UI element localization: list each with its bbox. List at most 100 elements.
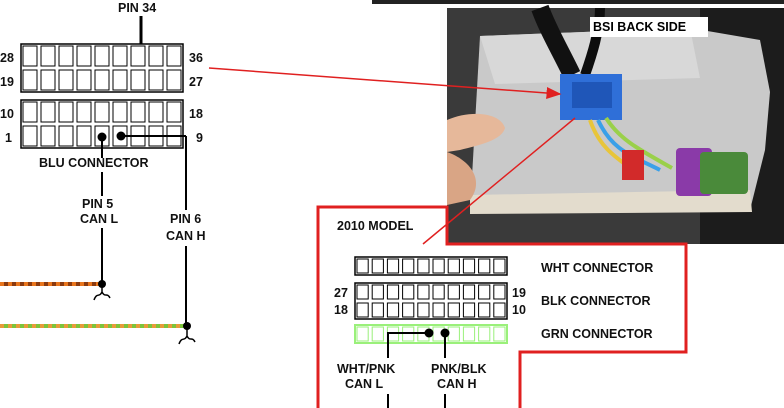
pin-9-label: 9 [196,131,203,145]
blu-pin-cell [76,69,92,91]
wht-pin-cell [371,258,384,274]
grn-pin-cell [447,326,460,342]
pin-18-label: 18 [189,107,203,121]
model-2010-section: 2010 MODEL WHT CONNECTOR 27 19 18 10 BLK… [316,205,688,408]
blu-pin-cell [40,45,56,67]
can-l-label: CAN L [80,212,119,226]
can-h-label: CAN H [166,229,206,243]
blu-pin-cell [148,101,164,123]
can-l-2010-label: CAN L [345,377,384,391]
pin-5-dot [97,132,107,142]
wht-pin-cell [432,258,445,274]
blk-pin-cell [402,302,415,318]
photo-caption: BSI BACK SIDE [593,20,686,34]
blu-pin-cell [22,45,38,67]
model-2010-title: 2010 MODEL [337,219,414,233]
bsi-photo: BSI BACK SIDE [372,0,784,244]
blk-pin-cell [478,284,491,300]
blu-pin-cell [22,101,38,123]
blu-pin-cell [130,101,146,123]
pin-34-label: PIN 34 [118,1,156,15]
blk-pin-cell [371,302,384,318]
blk-pin-cell [386,284,400,300]
blu-pin-cell [76,125,92,147]
can-l-splice-dot [98,280,106,288]
blk-pin-cell [493,284,506,300]
blk-pin-cell [371,284,384,300]
blu-pin-cell [58,45,74,67]
blk-pin-cell [462,302,476,318]
blu-pin-cell [58,125,74,147]
can-l-wire-2010 [387,332,429,358]
pin-10-label: 10 [0,107,14,121]
grn-pin-cell [356,326,369,342]
model-2010-frame [316,205,688,408]
blu-upper-block [20,43,184,93]
grn-pin-cell [493,326,506,342]
blk-pin-19-label: 19 [512,286,526,300]
blu-pin-cell [166,69,182,91]
blk-pin-cell [432,284,445,300]
blu-pin-cell [58,101,74,123]
wht-connector [354,256,508,276]
grn-pin-cell [371,326,384,342]
can-h-break-symbol [178,328,196,345]
blu-pin-cell [166,45,182,67]
blu-pin-cell [112,69,128,91]
blk-pin-27-label: 27 [334,286,348,300]
pin-5-label: PIN 5 [82,197,113,211]
blu-pin-cell [148,69,164,91]
callout-arrow [208,67,562,99]
blk-pin-cell [462,284,476,300]
blk-pin-cell [356,302,369,318]
blk-connector [354,282,508,320]
can-l-break-symbol [93,286,111,301]
blu-pin-cell [94,69,110,91]
grn-pin-cell [462,326,476,342]
photo-caption-box [590,17,708,37]
blk-pin-cell [417,284,430,300]
blu-connector-section: PIN 34 28 36 19 27 10 18 1 9 BLU CONNECT… [0,1,206,345]
wht-pin-cell [417,258,430,274]
blk-pin-18-label: 18 [334,303,348,317]
blu-pin-cell [40,69,56,91]
pin-19-label: 19 [0,75,14,89]
pin-28-label: 28 [0,51,14,65]
wht-pin-cell [478,258,491,274]
blu-pin-cell [112,101,128,123]
grn-pin-cell [478,326,491,342]
blk-connector-label: BLK CONNECTOR [541,294,651,308]
grn-connector-label: GRN CONNECTOR [541,327,653,341]
pin-6-label: PIN 6 [170,212,201,226]
blu-pin-cell [76,101,92,123]
blu-pin-cell [76,45,92,67]
pin-27-label: 27 [189,75,203,89]
wht-pin-cell [356,258,369,274]
blu-pin-cell [40,125,56,147]
wht-pin-cell [402,258,415,274]
blu-pin-cell [58,69,74,91]
wht-pin-cell [447,258,460,274]
wht-pnk-label: WHT/PNK [337,362,395,376]
wht-pin-cell [386,258,400,274]
blu-pin-cell [112,45,128,67]
blu-pin-cell [94,45,110,67]
blu-pin-cell [22,69,38,91]
blk-pin-cell [417,302,430,318]
pnk-blk-label: PNK/BLK [431,362,487,376]
pin-36-label: 36 [189,51,203,65]
blk-pin-cell [402,284,415,300]
blu-pin-cell [130,69,146,91]
blu-connector-label: BLU CONNECTOR [39,156,149,170]
blk-pin-10-label: 10 [512,303,526,317]
blu-pin-cell [166,101,182,123]
blk-pin-cell [447,284,460,300]
blk-pin-cell [478,302,491,318]
wht-pin-cell [462,258,476,274]
pin-1-label: 1 [5,131,12,145]
blu-pin-cell [148,45,164,67]
blk-pin-cell [447,302,460,318]
blu-pin-cell [22,125,38,147]
can-h-wire [0,324,186,328]
wht-connector-label: WHT CONNECTOR [541,261,653,275]
